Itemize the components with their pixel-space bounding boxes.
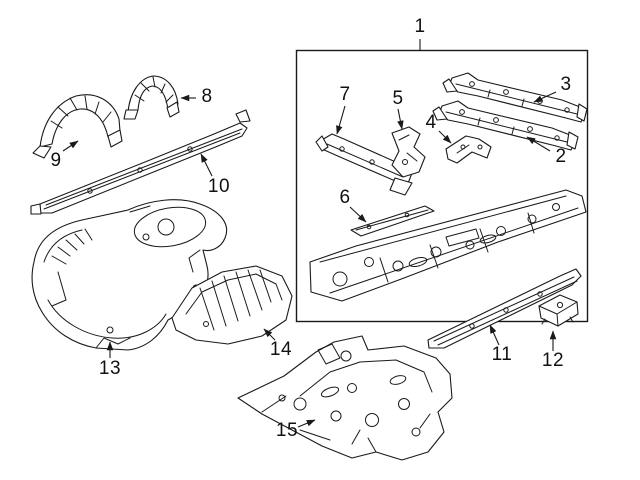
part-crossmember-upper [442, 72, 588, 123]
callout-12: 12 [541, 350, 565, 371]
part-heat-shield-clamp-large [32, 94, 123, 159]
assembly-box [295, 49, 589, 323]
part-crossmember-lower [432, 100, 579, 151]
leader-2 [526, 136, 551, 152]
callout-2: 2 [555, 146, 567, 167]
leader-7 [336, 105, 346, 135]
callout-14: 14 [269, 339, 293, 360]
leader-6 [349, 206, 367, 223]
leader-5 [397, 108, 404, 130]
callout-3: 3 [560, 74, 572, 95]
callout-10: 10 [207, 176, 231, 197]
part-bracket-small [445, 135, 492, 164]
leader-3 [533, 91, 557, 103]
callout-13: 13 [98, 358, 122, 379]
callout-7: 7 [339, 84, 351, 105]
part-floor-pan-rear [237, 335, 453, 461]
part-tunnel-rail [315, 133, 413, 196]
part-side-member-rail [30, 109, 251, 215]
part-heat-shield-rear [171, 265, 293, 345]
callout-8: 8 [201, 86, 213, 107]
callout-5: 5 [392, 88, 404, 109]
part-sill-strip [350, 205, 435, 237]
part-bracket-center [391, 126, 426, 178]
callout-1: 1 [414, 16, 426, 37]
leader-14 [263, 328, 276, 341]
leader-9 [62, 140, 79, 152]
part-floor-pan-front [309, 189, 587, 302]
callout-15: 15 [275, 420, 299, 441]
leader-lines [62, 39, 557, 428]
callout-4: 4 [425, 112, 437, 133]
part-mount-bracket [538, 294, 579, 327]
part-heat-shield-clamp-small [123, 75, 180, 120]
leader-15 [297, 419, 316, 428]
callout-11: 11 [491, 344, 513, 365]
leader-11 [489, 324, 500, 346]
callout-6: 6 [339, 187, 351, 208]
callout-9: 9 [50, 150, 62, 171]
leader-10 [200, 153, 213, 177]
part-side-rail [427, 268, 582, 349]
leader-4 [438, 130, 452, 144]
